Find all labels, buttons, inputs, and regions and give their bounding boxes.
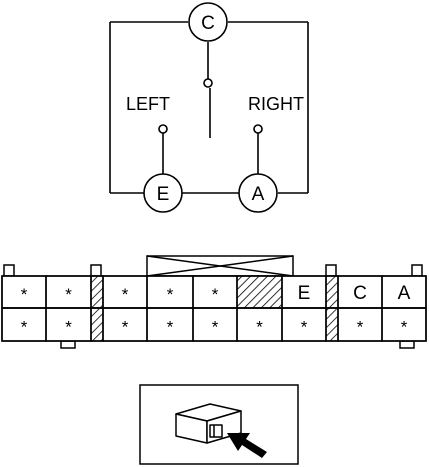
cavity-unused-marker: * [167, 285, 174, 304]
cavity-unused-marker: * [212, 285, 219, 304]
terminal-a: A [238, 173, 278, 213]
cavity-unused-marker: * [212, 318, 219, 337]
corner-tab-left [3, 264, 15, 277]
connector-cavity [381, 307, 427, 342]
view-direction-arrow-icon [227, 433, 267, 458]
keying-separator [325, 307, 339, 342]
connector-cavity [45, 307, 92, 342]
cavity-unused-marker: * [357, 318, 364, 337]
right-position-label: RIGHT [248, 94, 304, 114]
corner-tab-mid-left [90, 264, 102, 277]
switch-circuit [109, 21, 309, 194]
keying-separator [90, 275, 104, 309]
keying-separator [90, 307, 104, 342]
left-position-label: LEFT [126, 94, 170, 114]
blank-cavity [236, 275, 283, 309]
cavity-unused-marker: * [256, 318, 263, 337]
cavity-unused-marker: * [401, 318, 408, 337]
cavity-terminal-label: E [298, 283, 311, 304]
terminal-c: C [188, 2, 228, 42]
common-contact-point [203, 78, 213, 88]
cavity-unused-marker: * [21, 318, 28, 337]
terminal-e: E [143, 173, 183, 213]
keying-separator [325, 275, 339, 309]
right-contact-point [253, 124, 263, 134]
terminal-c-label: C [201, 13, 215, 34]
cavity-unused-marker: * [167, 318, 174, 337]
cavity-unused-marker: * [65, 318, 72, 337]
view-indicator [139, 384, 299, 465]
terminal-a-label: A [252, 184, 265, 205]
cavity-unused-marker: * [122, 318, 129, 337]
cavity-unused-marker: * [65, 285, 72, 304]
corner-tab-right [411, 264, 423, 277]
cavity-unused-marker: * [301, 318, 308, 337]
terminal-e-label: E [157, 184, 170, 205]
cavity-unused-marker: * [122, 285, 129, 304]
foot-right [399, 340, 415, 349]
foot-left [60, 340, 76, 349]
lock-cross-2 [146, 255, 294, 277]
cavity-terminal-label: A [398, 283, 411, 304]
connector-cells: * * * * * E C A * * * * * * * * * [1, 275, 427, 342]
connector-body-icon [175, 403, 242, 444]
cavity-unused-marker: * [21, 285, 28, 304]
connector-cavity [281, 307, 327, 342]
left-contact-point [158, 124, 168, 134]
cavity-terminal-label: C [353, 283, 367, 304]
corner-tab-mid-right [325, 264, 337, 277]
